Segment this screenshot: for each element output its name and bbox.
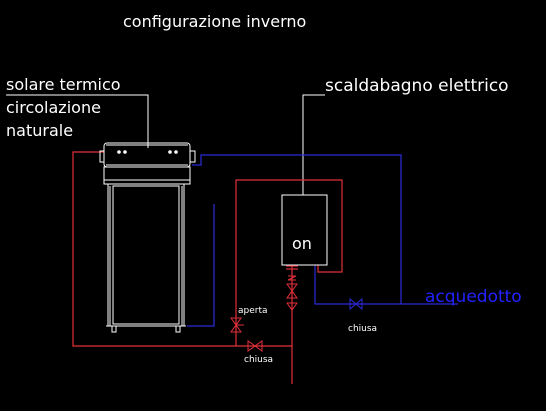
hot-water-pipes (72, 151, 343, 384)
electric-boiler (281, 194, 328, 266)
boiler-leader-line (302, 94, 325, 205)
solar-label-line3: naturale (6, 121, 73, 140)
solar-collector (99, 142, 196, 333)
solar-panel (107, 183, 185, 327)
solar-label-line1: solare termico (6, 75, 121, 94)
valve-closed-right (349, 297, 363, 311)
boiler-state: on (292, 234, 312, 253)
mixing-valve (286, 275, 298, 311)
solar-tank (103, 142, 191, 168)
tank-indicator-dot (168, 150, 172, 154)
valve-closed-right-label: chiusa (348, 324, 377, 334)
cold-water-pipes (187, 154, 458, 327)
valve-open (230, 317, 244, 333)
valve-closed-bottom-label: chiusa (244, 355, 273, 365)
tank-indicator-dot (117, 150, 121, 154)
mains-label: acquedotto (425, 287, 522, 307)
solar-label-line2: circolazione (6, 98, 101, 117)
tank-indicator-dot (123, 150, 127, 154)
diagram-title: configurazione inverno (123, 12, 306, 31)
valve-open-label: aperta (238, 306, 268, 316)
solar-leader-line (6, 94, 149, 148)
boiler-label: scaldabagno elettrico (325, 76, 509, 96)
valve-closed-bottom (247, 340, 263, 352)
tank-indicator-dot (174, 150, 178, 154)
